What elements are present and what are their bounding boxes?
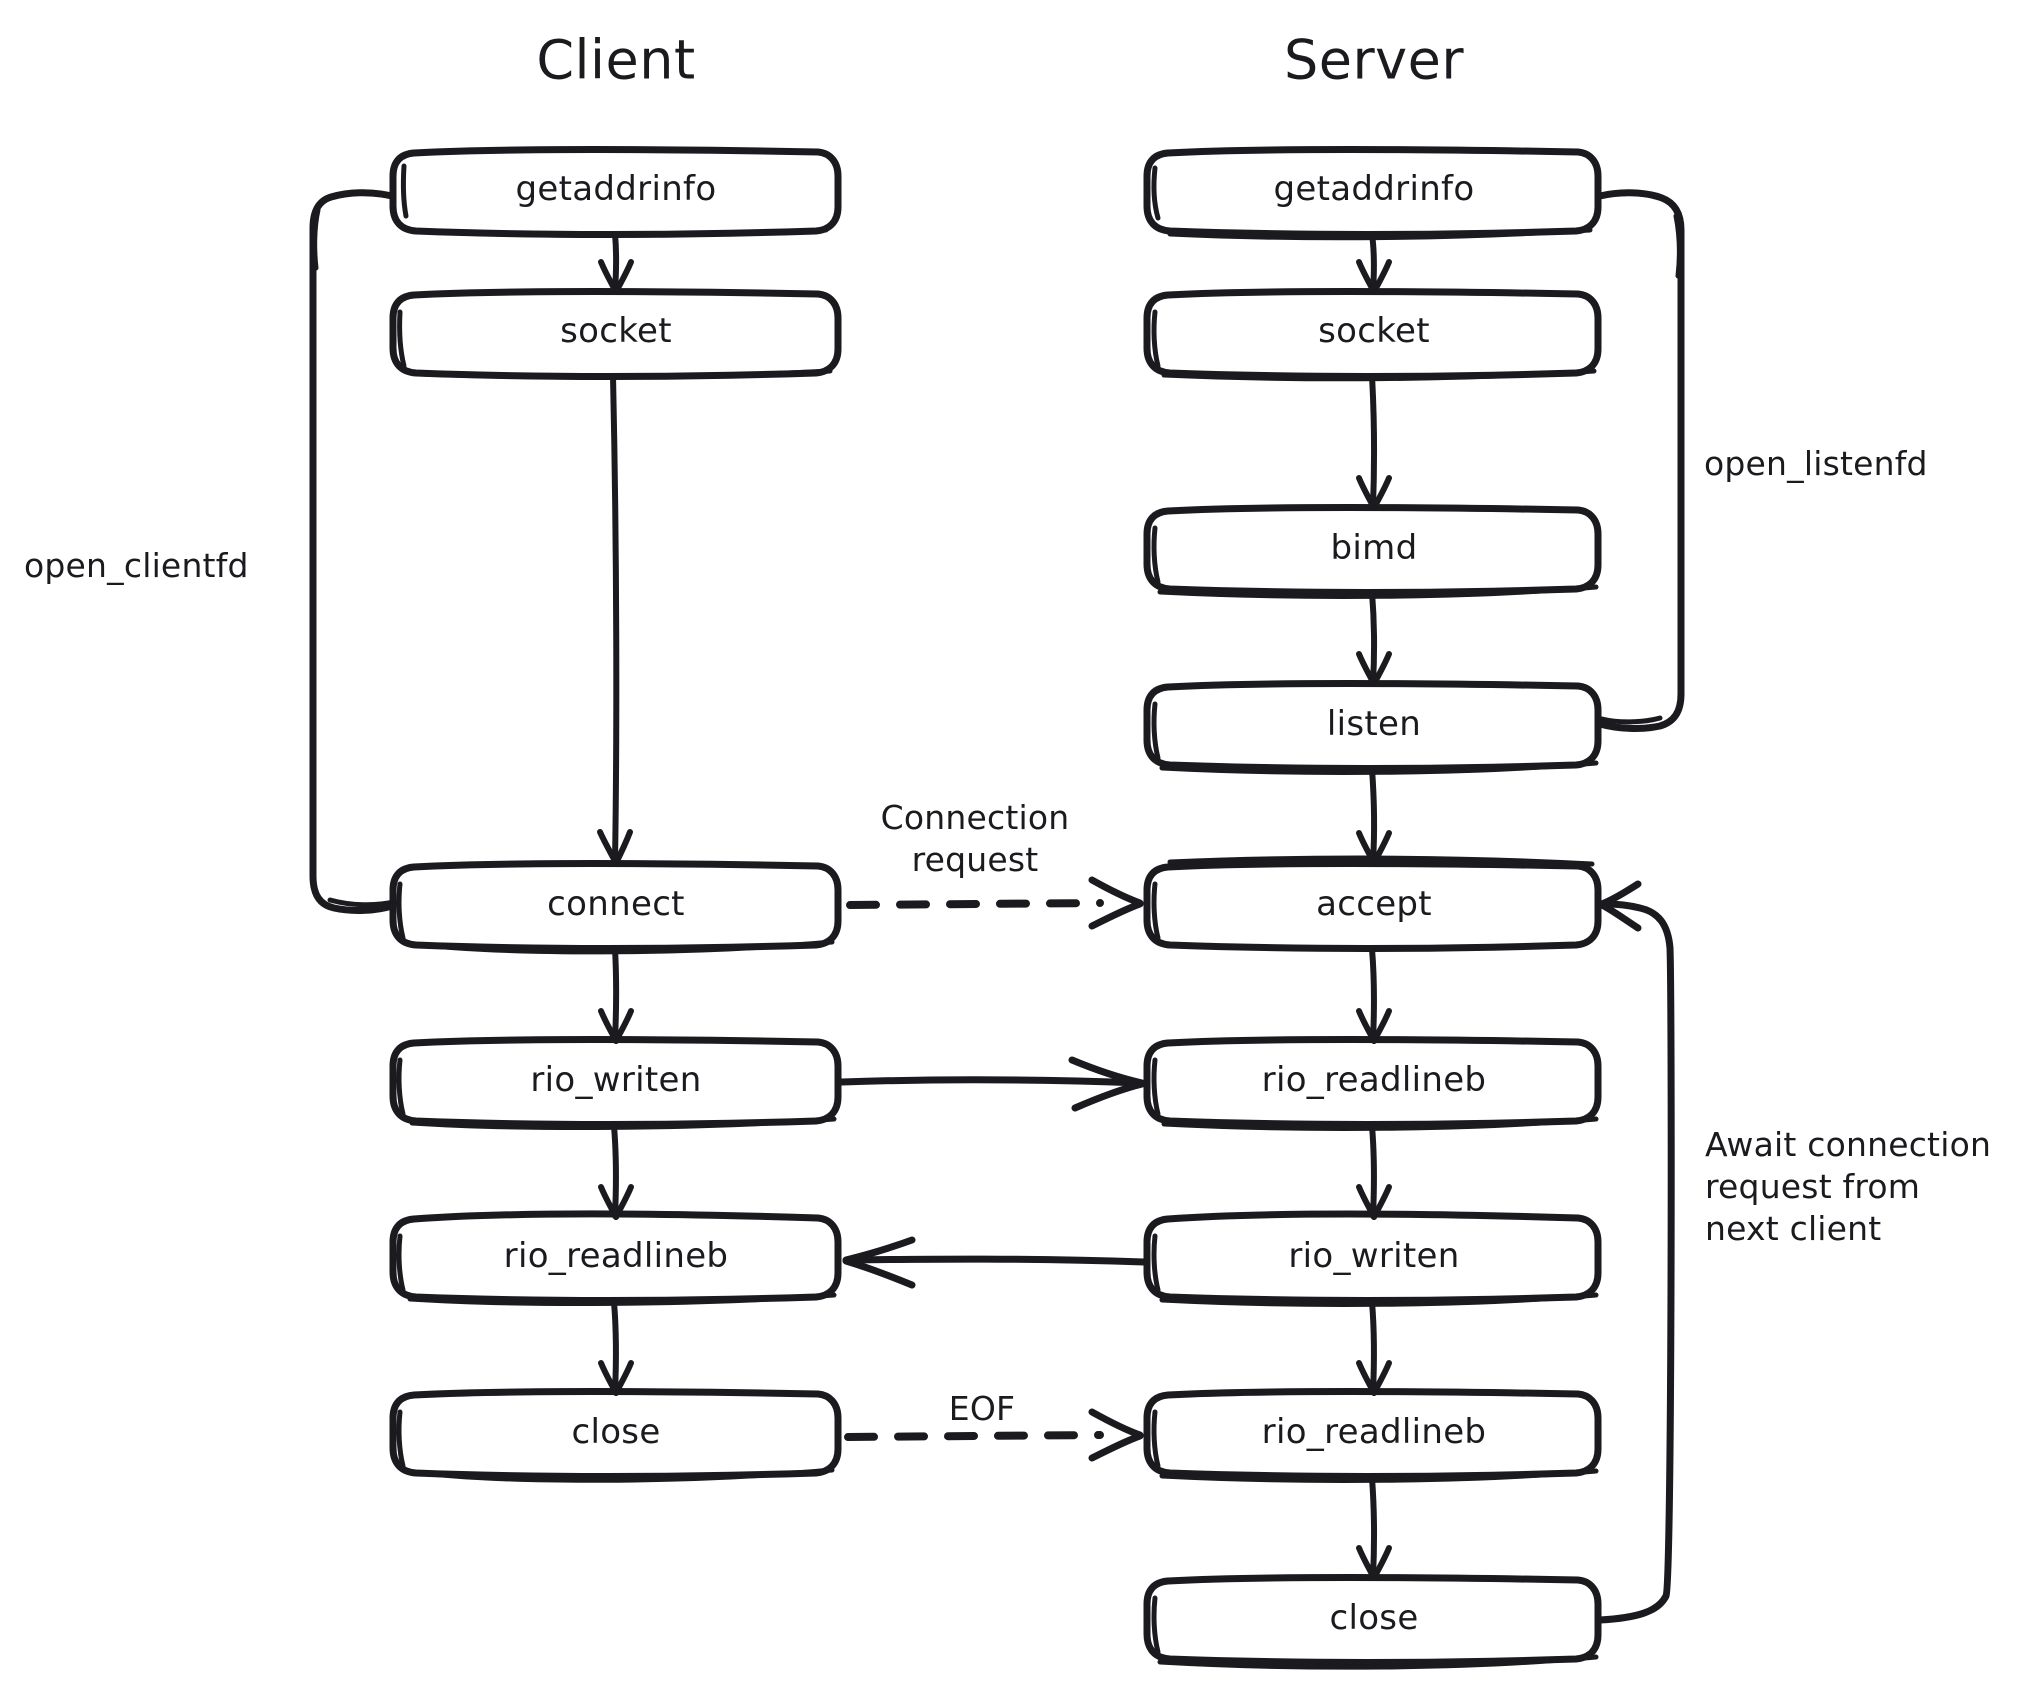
bracket-open-listenfd — [1596, 189, 1685, 732]
node-label-server-socket: socket — [1318, 311, 1430, 352]
server-close-box[interactable] — [1143, 1574, 1602, 1670]
server-getaddrinfo-box[interactable] — [1143, 146, 1602, 241]
edge-client-writen-to-server-readlineb — [838, 1056, 1146, 1112]
node-label-server-rio-readlineb-2: rio_readlineb — [1261, 1412, 1487, 1453]
server-socket-box[interactable] — [1143, 288, 1602, 382]
edge-server-rio-readlineb-to-rio-writen — [1356, 1123, 1392, 1220]
node-label-server-rio-readlineb-1: rio_readlineb — [1261, 1060, 1487, 1101]
edge-await-connection-loop — [1596, 880, 1675, 1624]
server-accept-box[interactable] — [1143, 855, 1602, 952]
client-socket-box[interactable] — [389, 288, 842, 380]
column-title-server: Server — [1283, 28, 1465, 92]
edge-eof — [844, 1408, 1144, 1462]
server-rio-writen-box[interactable] — [1143, 1210, 1602, 1307]
edge-connection-request — [846, 876, 1144, 930]
edge-server-listen-to-accept — [1356, 766, 1392, 866]
node-label-server-bind: bimd — [1330, 528, 1418, 569]
node-label-server-accept: accept — [1316, 884, 1432, 925]
node-label-client-getaddrinfo: getaddrinfo — [515, 169, 717, 210]
node-label-client-close: close — [571, 1412, 661, 1453]
annotation-eof: EOF — [948, 1389, 1016, 1428]
server-bind-box[interactable] — [1143, 504, 1602, 599]
node-label-client-rio-readlineb: rio_readlineb — [503, 1236, 729, 1277]
edge-server-rio-writen-to-rio-readlineb-2 — [1356, 1299, 1392, 1396]
node-label-server-getaddrinfo: getaddrinfo — [1273, 169, 1475, 210]
annotation-await-connection: Await connection request from next clien… — [1705, 1125, 1992, 1249]
server-listen-box[interactable] — [1143, 680, 1602, 775]
node-label-client-connect: connect — [547, 884, 685, 925]
edge-server-writen-to-client-readlineb — [842, 1236, 1148, 1289]
annotation-open-listenfd: open_listenfd — [1704, 444, 1928, 483]
edge-client-socket-to-connect — [597, 373, 633, 866]
annotation-connection-request: Connection request — [880, 798, 1070, 880]
node-label-server-close: close — [1329, 1598, 1419, 1639]
server-rio-readlineb-2-box[interactable] — [1143, 1388, 1602, 1483]
edge-server-accept-to-rio-readlineb — [1356, 946, 1392, 1044]
annotation-open-clientfd: open_clientfd — [24, 546, 249, 585]
node-label-server-listen: listen — [1326, 704, 1422, 745]
node-label-client-socket: socket — [560, 311, 672, 352]
edge-server-getaddrinfo-to-socket — [1356, 231, 1392, 295]
edge-server-rio-readlineb-2-to-close — [1356, 1475, 1392, 1581]
edge-client-connect-to-rio-writen — [598, 946, 634, 1044]
edge-client-getaddrinfo-to-socket — [598, 231, 634, 295]
edge-client-rio-writen-to-rio-readlineb — [598, 1123, 634, 1220]
edge-server-bind-to-listen — [1356, 589, 1392, 687]
client-connect-box[interactable] — [389, 860, 842, 955]
edge-server-socket-to-bind — [1356, 373, 1392, 511]
column-title-client: Client — [536, 28, 696, 92]
node-label-client-rio-writen: rio_writen — [530, 1060, 702, 1101]
client-getaddrinfo-box[interactable] — [389, 146, 842, 238]
node-label-server-rio-writen: rio_writen — [1288, 1236, 1460, 1277]
client-close-box[interactable] — [389, 1388, 842, 1483]
edge-client-rio-readlineb-to-close — [598, 1299, 634, 1396]
bracket-open-clientfd — [309, 189, 397, 914]
server-rio-readlineb-1-box[interactable] — [1143, 1036, 1602, 1131]
